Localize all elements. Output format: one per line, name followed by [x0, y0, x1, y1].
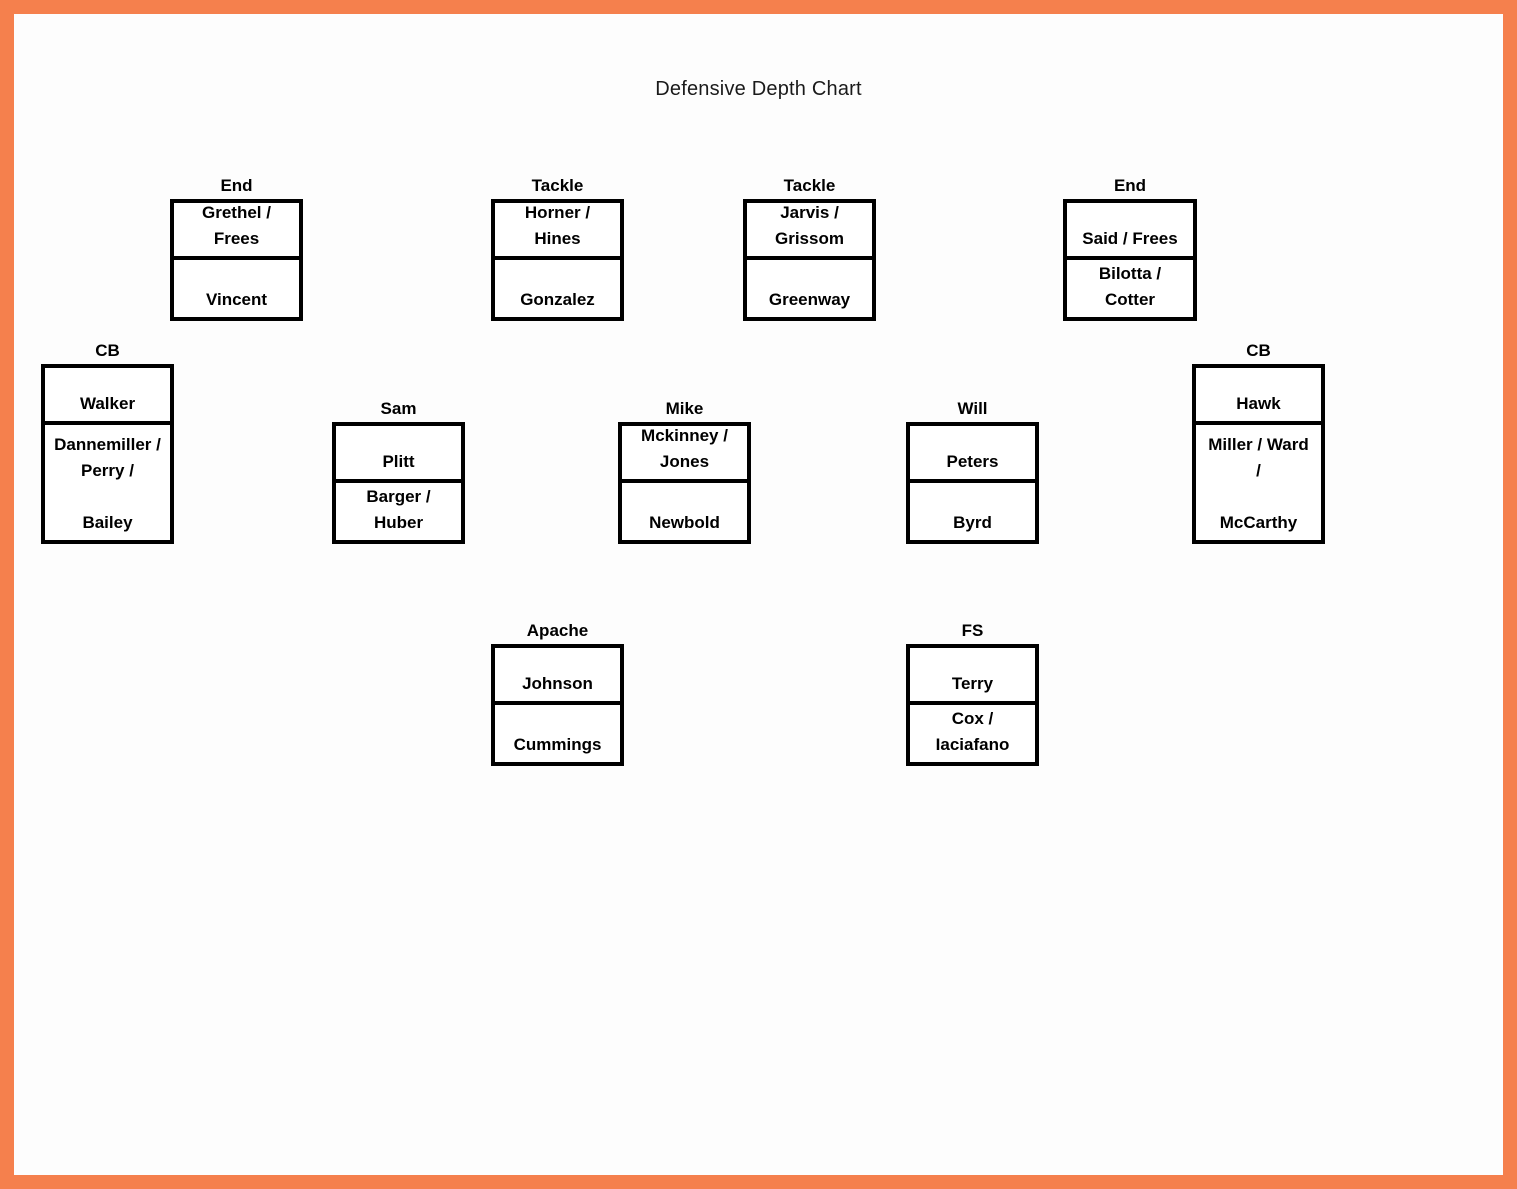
second-string-cell-dt-right[interactable]: Greenway — [747, 260, 872, 317]
position-label-cb-left: CB — [95, 341, 120, 360]
second-string-cell-cb-left[interactable]: Dannemiller / Perry / Bailey — [45, 425, 170, 540]
first-string-cell-de-left[interactable]: Grethel / Frees — [174, 203, 299, 260]
second-string-cell-fs[interactable]: Cox / Iaciafano — [910, 705, 1035, 762]
position-label-fs: FS — [961, 621, 984, 640]
second-string-cell-de-left[interactable]: Vincent — [174, 260, 299, 317]
first-string-cell-cb-right[interactable]: Hawk — [1196, 368, 1321, 425]
position-label-sam: Sam — [380, 399, 417, 418]
position-label-cb-right: CB — [1246, 341, 1271, 360]
position-label-mike: Mike — [665, 399, 704, 418]
position-label-will: Will — [957, 399, 988, 418]
second-string-cell-cb-right[interactable]: Miller / Ward / McCarthy — [1196, 425, 1321, 540]
second-string-cell-de-right[interactable]: Bilotta / Cotter — [1067, 260, 1193, 317]
first-string-cell-fs[interactable]: Terry — [910, 648, 1035, 705]
position-label-de-right: End — [1113, 176, 1147, 195]
position-label-dt-left: Tackle — [531, 176, 584, 195]
second-string-cell-dt-left[interactable]: Gonzalez — [495, 260, 620, 317]
first-string-cell-apache[interactable]: Johnson — [495, 648, 620, 705]
first-string-cell-will[interactable]: Peters — [910, 426, 1035, 483]
first-string-cell-dt-left[interactable]: Horner / Hines — [495, 203, 620, 260]
position-label-de-left: End — [220, 176, 253, 195]
position-label-apache: Apache — [526, 621, 589, 640]
first-string-cell-cb-left[interactable]: Walker — [45, 368, 170, 425]
second-string-cell-sam[interactable]: Barger / Huber — [336, 483, 461, 540]
first-string-cell-dt-right[interactable]: Jarvis / Grissom — [747, 203, 872, 260]
second-string-cell-apache[interactable]: Cummings — [495, 705, 620, 762]
first-string-cell-sam[interactable]: Plitt — [336, 426, 461, 483]
second-string-cell-will[interactable]: Byrd — [910, 483, 1035, 540]
first-string-cell-mike[interactable]: Mckinney / Jones — [622, 426, 747, 483]
page-title: Defensive Depth Chart — [655, 78, 862, 100]
position-label-dt-right: Tackle — [783, 176, 836, 195]
second-string-cell-mike[interactable]: Newbold — [622, 483, 747, 540]
first-string-cell-de-right[interactable]: Said / Frees — [1067, 203, 1193, 260]
